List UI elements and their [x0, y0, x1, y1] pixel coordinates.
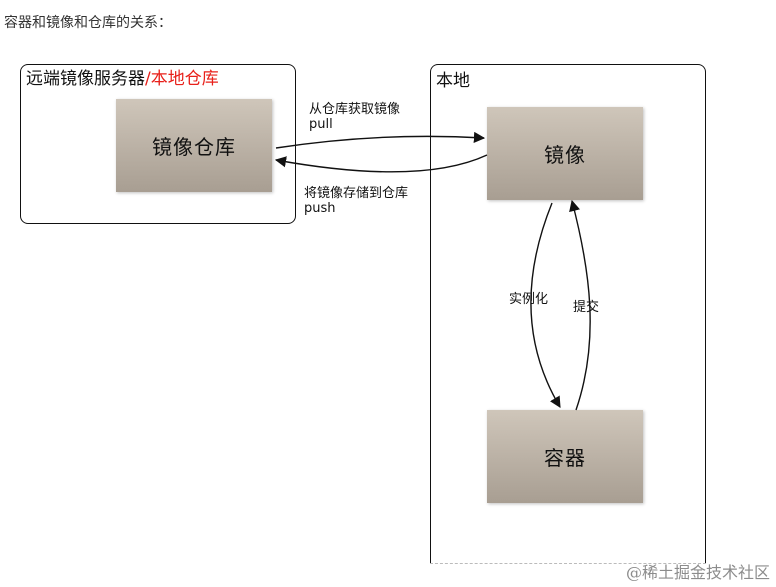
- push-label-en: push: [304, 201, 336, 216]
- push-label-cn: 将镜像存储到仓库: [304, 186, 409, 201]
- registry-box: 镜像仓库: [116, 99, 272, 192]
- remote-server-frame: [20, 64, 296, 224]
- pull-label-cn: 从仓库获取镜像: [309, 102, 401, 117]
- push-arrow: [274, 154, 488, 173]
- instantiate-arrow: [530, 202, 561, 408]
- remote-title-main: 远端镜像服务器: [26, 69, 145, 89]
- pull-label-en: pull: [309, 117, 333, 132]
- local-frame-bottom-edge: [430, 563, 706, 564]
- local-frame: [430, 64, 706, 564]
- remote-frame-title: 远端镜像服务器/本地仓库: [26, 64, 219, 89]
- instantiate-label: 实例化: [509, 292, 549, 307]
- pull-arrow: [275, 131, 486, 149]
- intro-text: 容器和镜像和仓库的关系：: [4, 15, 172, 31]
- remote-title-accent: /本地仓库: [145, 69, 219, 89]
- commit-label: 提交: [573, 300, 600, 315]
- local-frame-title: 本地: [436, 71, 470, 91]
- watermark: @稀土掘金技术社区: [625, 563, 770, 582]
- image-box: 镜像: [487, 107, 643, 200]
- commit-arrow: [569, 199, 591, 411]
- container-box: 容器: [487, 410, 643, 503]
